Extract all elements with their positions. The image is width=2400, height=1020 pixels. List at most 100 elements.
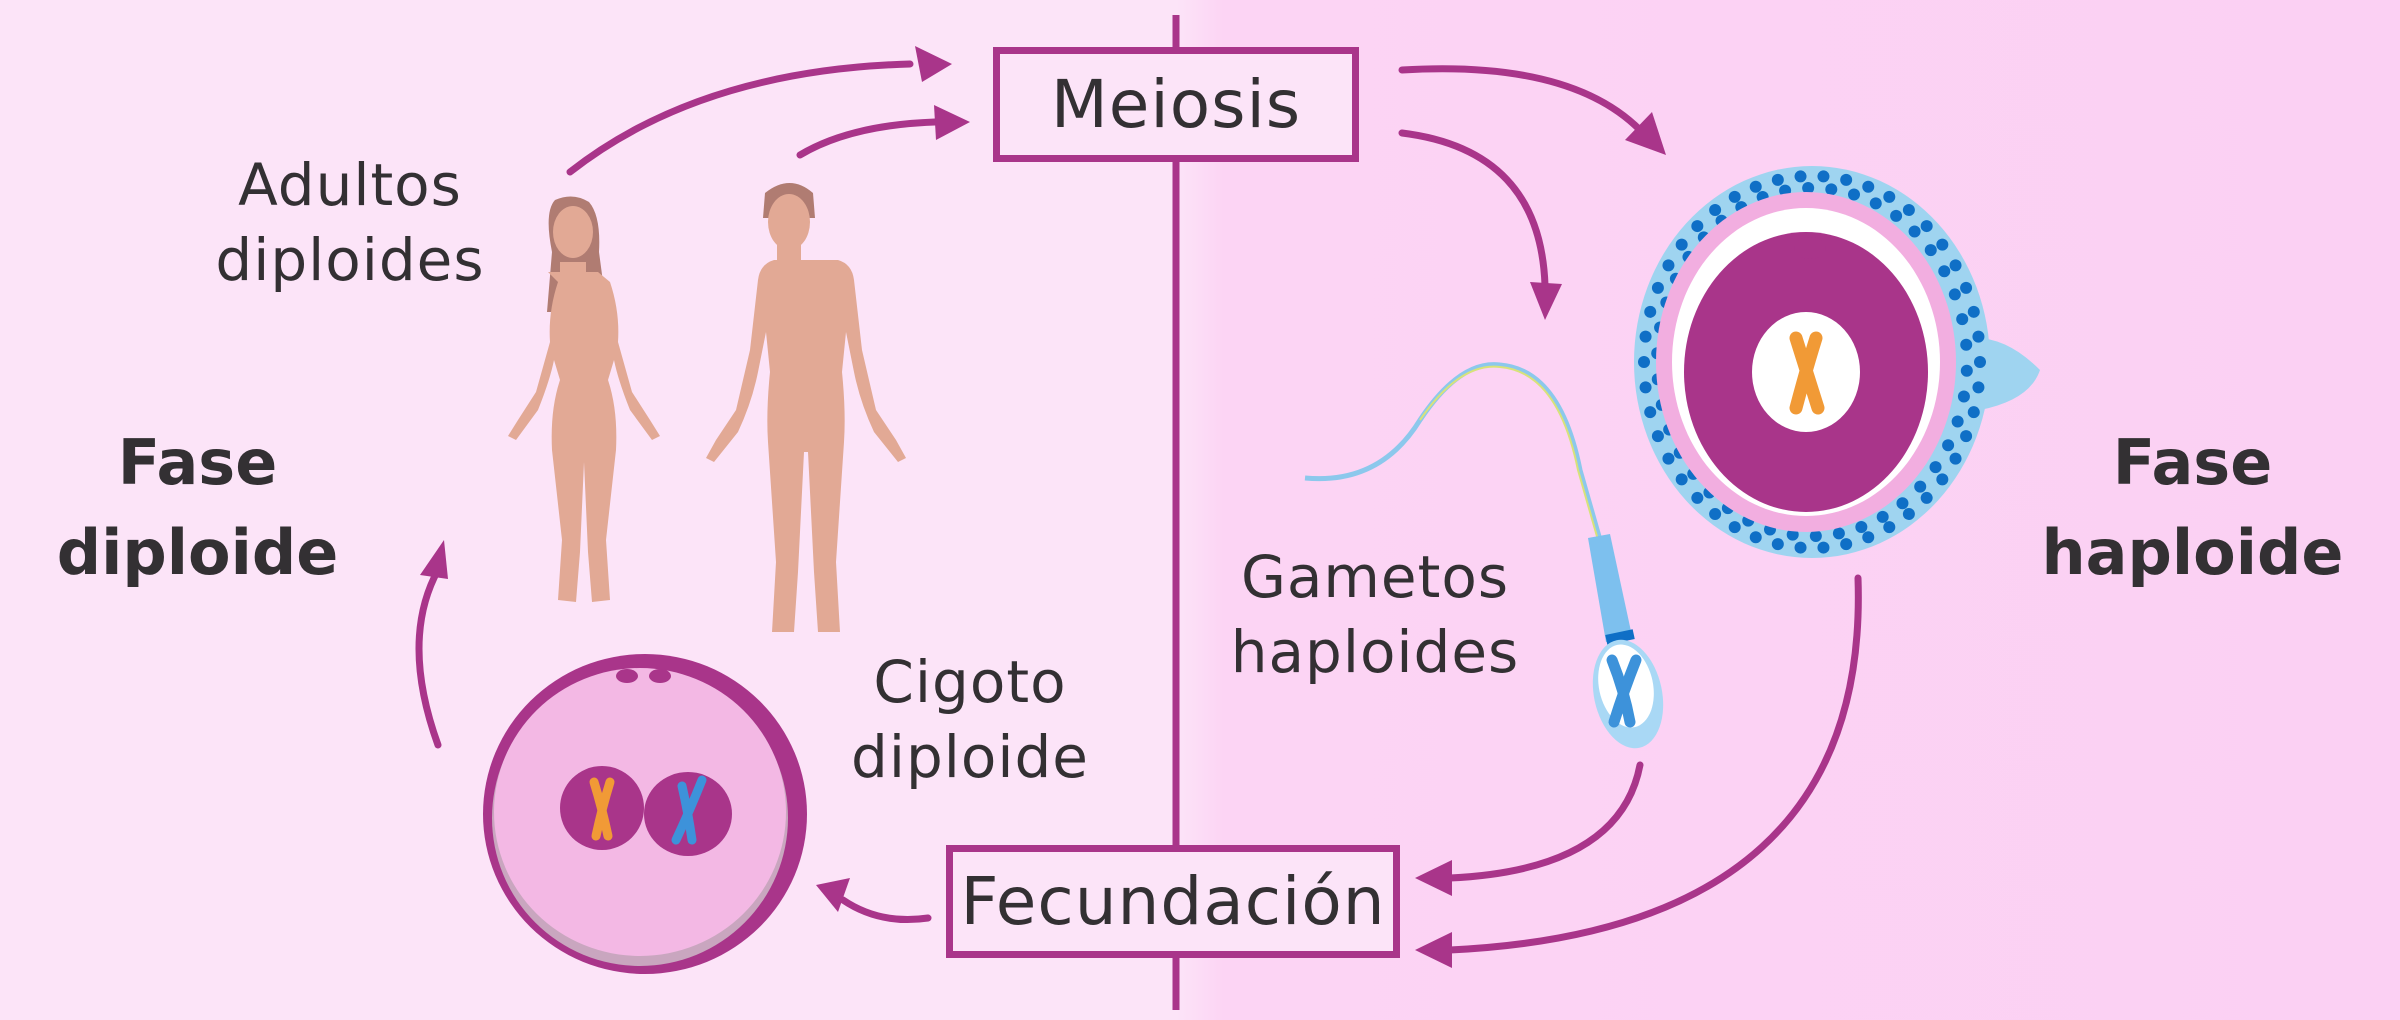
corona-cell-dot — [1972, 381, 1985, 394]
corona-cell-dot — [1675, 238, 1688, 251]
arrow-sperm-to-fertilization — [1446, 761, 1644, 882]
corona-cell-dot — [1794, 541, 1807, 554]
corona-cell-dot — [1639, 381, 1652, 394]
cycle-arrows — [415, 60, 1862, 954]
corona-cell-dot — [1876, 510, 1889, 523]
meiosis-box: Meiosis — [993, 47, 1359, 162]
arrowhead — [816, 878, 850, 912]
corona-cell-dot — [1644, 305, 1657, 318]
arrow-fertilization-to-zygote — [839, 896, 932, 924]
corona-cell-dot — [1960, 281, 1973, 294]
arrow-meiosis-to-ovum — [1398, 65, 1644, 134]
corona-cell-dot — [1771, 173, 1784, 186]
zygote-label: Cigoto diploide — [851, 648, 1089, 792]
sperm-chromosome — [1606, 654, 1642, 728]
corona-cell-dot — [1924, 244, 1937, 257]
arrowhead — [915, 46, 952, 82]
fertilization-box: Fecundación — [946, 845, 1400, 958]
corona-cell-dot — [1728, 190, 1741, 203]
corona-cell-dot — [1960, 430, 1973, 443]
arrow-ovum-to-fertilization — [1446, 574, 1862, 954]
corona-cell-dot — [1749, 180, 1762, 193]
corona-cell-dot — [1869, 197, 1882, 210]
arrowhead — [420, 540, 448, 579]
ovum-chromosome — [1789, 331, 1825, 415]
corona-cell-dot — [1908, 225, 1921, 238]
corona-cell-dot — [1936, 473, 1949, 486]
corona-cell-dot — [1960, 364, 1973, 377]
corona-cell-dot — [1691, 491, 1704, 504]
corona-cell-dot — [1675, 473, 1688, 486]
haploid-phase-label: Fase haploide — [2041, 426, 2344, 589]
corona-cell-dot — [1855, 520, 1868, 533]
corona-cell-dot — [1809, 529, 1822, 542]
corona-cell-dot — [1896, 497, 1909, 510]
corona-cell-dot — [1967, 406, 1980, 419]
corona-cell-dot — [1936, 238, 1949, 251]
corona-cell-dot — [1967, 305, 1980, 318]
corona-cell-dot — [1662, 259, 1675, 272]
corona-cell-dot — [1794, 170, 1807, 183]
female-adult-figure — [508, 196, 660, 602]
corona-cell-dot — [1862, 531, 1875, 544]
corona-cell-dot — [1709, 507, 1722, 520]
corona-cell-dot — [1956, 313, 1969, 326]
corona-cell-dot — [1771, 538, 1784, 551]
arrow-adult-female-to-meiosis — [566, 60, 914, 176]
arrow-zygote-to-adults — [415, 566, 442, 749]
corona-cell-dot — [1840, 538, 1853, 551]
corona-cell-dot — [1920, 220, 1933, 233]
fertilization-label: Fecundación — [960, 863, 1386, 940]
corona-cell-dot — [1709, 204, 1722, 217]
corona-cell-dot — [1802, 182, 1815, 195]
corona-cell-dot — [1957, 390, 1970, 403]
corona-cell-dot — [1817, 541, 1830, 554]
arrowheads — [420, 46, 1666, 968]
paternal-chromosome — [671, 775, 707, 845]
arrowhead — [1530, 282, 1562, 320]
corona-cell-dot — [1890, 209, 1903, 222]
corona-cell-dot — [1949, 452, 1962, 465]
diploid-phase-label: Fase diploide — [56, 426, 339, 589]
corona-cell-dot — [1651, 281, 1664, 294]
corona-cell-dot — [1651, 430, 1664, 443]
corona-cell-dot — [1644, 406, 1657, 419]
corona-cell-dot — [1817, 170, 1830, 183]
meiosis-label: Meiosis — [1050, 66, 1302, 143]
corona-cell-dot — [1786, 528, 1799, 541]
corona-cell-dot — [1951, 415, 1964, 428]
corona-cell-dot — [1749, 531, 1762, 544]
corona-cell-dot — [1638, 356, 1650, 368]
corona-cell-dot — [1639, 330, 1652, 343]
zygote-illustration — [483, 654, 807, 974]
gametes-label: Gametos haploides — [1230, 543, 1520, 687]
corona-cell-dot — [1883, 521, 1896, 534]
corona-cell-dot — [1974, 356, 1986, 368]
arrowhead — [934, 105, 970, 140]
arrowhead — [1625, 112, 1666, 155]
corona-cell-dot — [1848, 188, 1861, 201]
corona-cell-dot — [1914, 480, 1927, 493]
corona-cell-dot — [1960, 338, 1973, 351]
corona-cell-dot — [1883, 190, 1896, 203]
arrowhead — [1415, 932, 1452, 968]
corona-cell-dot — [1662, 452, 1675, 465]
arrowhead — [1415, 860, 1452, 896]
corona-cell-dot — [1902, 204, 1915, 217]
corona-cell-dot — [1972, 330, 1985, 343]
ovum-illustration — [1634, 166, 2040, 558]
male-adult-figure — [706, 183, 906, 632]
corona-cell-dot — [1938, 265, 1951, 278]
corona-cell-dot — [1691, 220, 1704, 233]
arrow-meiosis-to-sperm — [1398, 129, 1549, 289]
corona-cell-dot — [1840, 173, 1853, 186]
corona-cell-dot — [1948, 288, 1961, 301]
corona-cell-dot — [1825, 183, 1838, 196]
corona-cell-dot — [1929, 461, 1942, 474]
corona-cell-dot — [1902, 507, 1915, 520]
corona-cell-dot — [1949, 259, 1962, 272]
corona-cell-dot — [1920, 491, 1933, 504]
corona-cell-dot — [1942, 439, 1955, 452]
